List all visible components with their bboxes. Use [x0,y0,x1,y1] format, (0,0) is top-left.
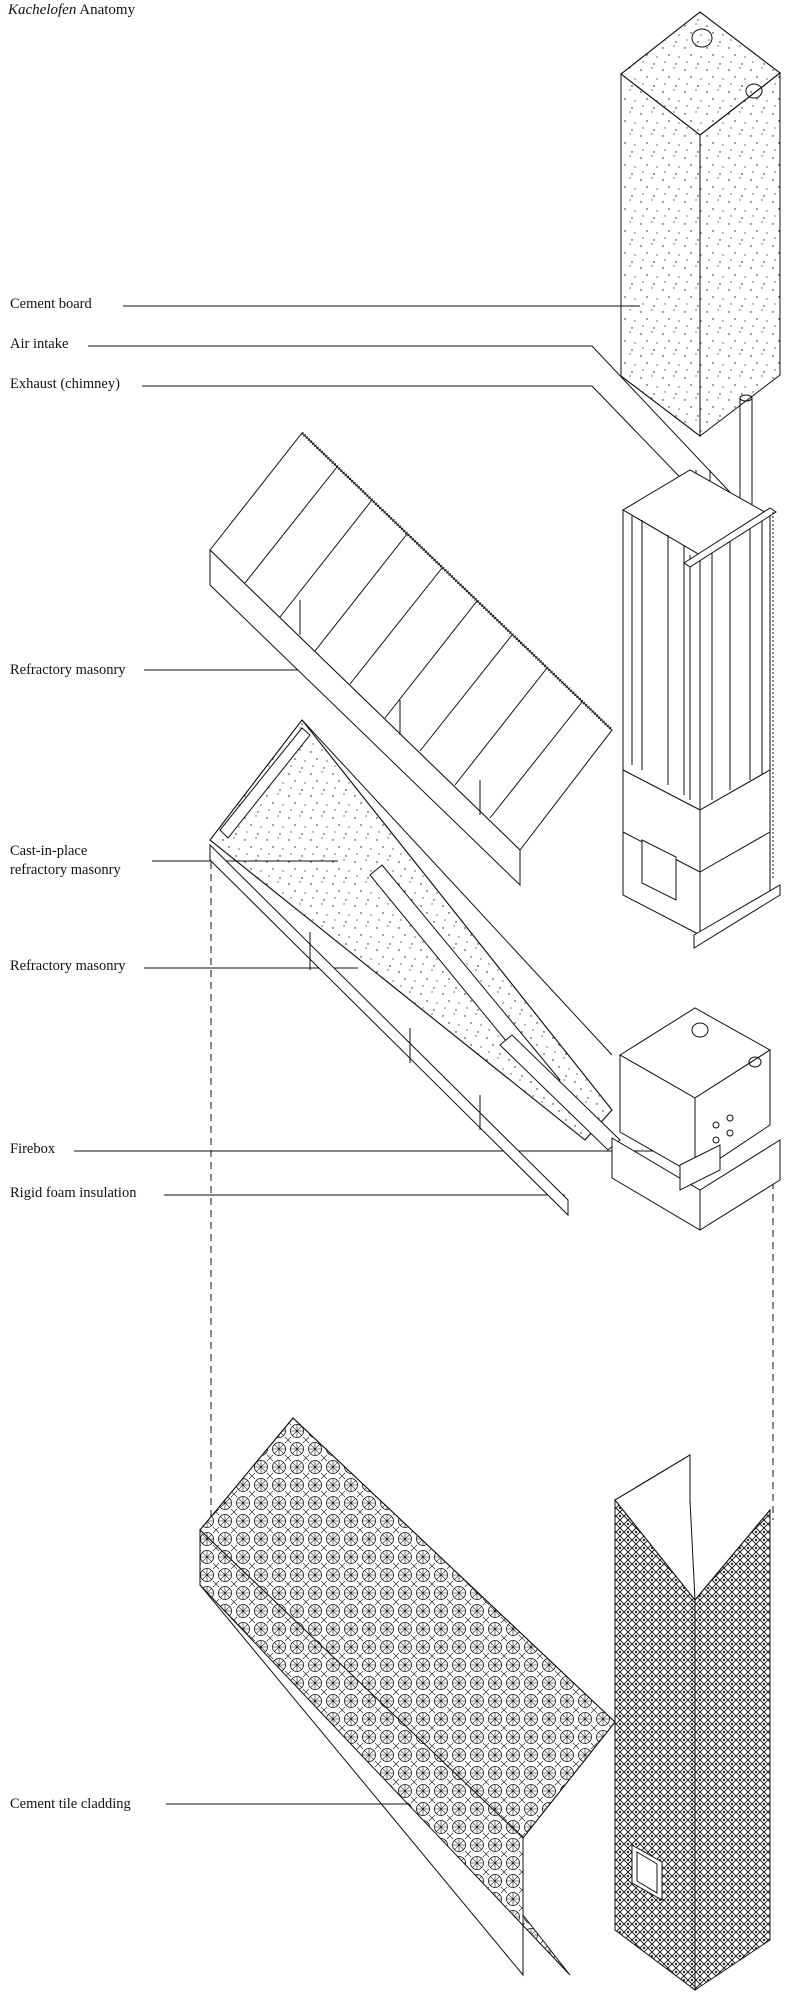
diagram-title: Kachelofen Anatomy [8,2,135,19]
cast-in-place-tray [209,719,621,1217]
exhaust-hole-icon [691,28,713,48]
title-italic: Kachelofen [8,2,77,18]
label-cast-in-place-2: refractory masonry [10,862,121,878]
label-refractory-masonry-upper: Refractory masonry [10,662,126,678]
label-cement-board: Cement board [10,296,92,312]
cement-tile-cladding-bench [199,1417,616,1977]
firebox-unit [611,1007,781,1231]
label-rigid-foam: Rigid foam insulation [10,1185,137,1201]
leader-exhaust [142,385,703,501]
label-firebox: Firebox [10,1141,56,1157]
title-rest: Anatomy [76,2,136,18]
label-cement-tile: Cement tile cladding [10,1796,131,1812]
label-air-intake: Air intake [10,336,69,352]
cement-tile-cladding-tower [614,1454,771,1991]
intake-hole-icon [745,83,763,99]
refractory-masonry-slab-upper [209,431,614,887]
label-exhaust: Exhaust (chimney) [10,376,120,392]
leader-air-intake [88,345,743,506]
upper-frame-column [622,469,781,949]
cement-board-enclosure [620,11,781,438]
label-refractory-masonry-lower: Refractory masonry [10,958,126,974]
firebox-flue-icon [691,1022,709,1038]
label-cast-in-place-1: Cast-in-place [10,843,88,859]
firebox-intake-icon [748,1056,762,1068]
